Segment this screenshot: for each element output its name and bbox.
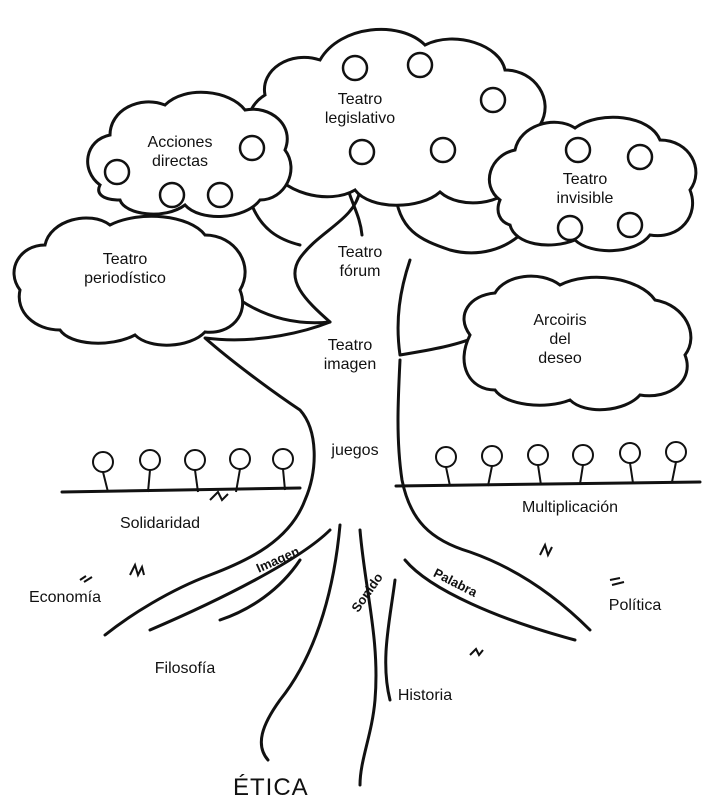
flower-icon xyxy=(435,446,457,487)
grass-tuft xyxy=(209,490,229,502)
apple-icon xyxy=(616,211,644,239)
apple-icon xyxy=(626,143,654,171)
root-inner-2 xyxy=(218,558,302,622)
apple-icon xyxy=(348,138,376,166)
apple-icon xyxy=(158,181,186,209)
label-teatro-periodistico: Teatro periodístico xyxy=(84,251,166,287)
apple-icon xyxy=(479,86,507,114)
label-acciones-directas: Acciones directas xyxy=(147,134,213,170)
trunk-left-outline xyxy=(103,188,362,637)
root-imagen xyxy=(148,523,342,762)
flower-icon xyxy=(481,445,503,487)
flower-icon xyxy=(619,442,641,484)
flower-icon xyxy=(229,448,251,493)
cloud-teatro-periodistico xyxy=(12,214,247,347)
grass-tuft xyxy=(609,577,625,586)
label-politica: Política xyxy=(608,597,662,614)
apple-icon xyxy=(564,136,592,164)
grass-tuft xyxy=(469,647,484,657)
label-teatro-invisible: Teatro invisible xyxy=(556,171,614,207)
apple-icon xyxy=(341,54,369,82)
root-palabra xyxy=(403,558,577,642)
grass-tuft xyxy=(79,575,93,583)
label-historia: Historia xyxy=(397,687,453,704)
apple-icon xyxy=(238,134,266,162)
root-inner-1 xyxy=(384,578,397,702)
ground-line xyxy=(60,480,702,494)
label-solidaridad: Solidaridad xyxy=(119,515,201,532)
apple-icon xyxy=(206,181,234,209)
label-multiplicacion: Multiplicación xyxy=(521,499,619,516)
root-sonido xyxy=(358,528,378,787)
label-filosofia: Filosofía xyxy=(154,660,216,677)
cloud-teatro-invisible xyxy=(487,115,698,253)
label-teatro-legislativo: Teatro legislativo xyxy=(324,91,396,127)
cloud-teatro-legislativo xyxy=(244,27,551,207)
grass-tuft xyxy=(539,542,553,558)
apple-icon xyxy=(429,136,457,164)
cloud-arcoiris-del-deseo xyxy=(462,274,693,412)
apple-icon xyxy=(103,158,131,186)
label-etica: ÉTICA xyxy=(233,774,309,801)
label-economia: Economía xyxy=(28,589,102,606)
flower-icon xyxy=(184,449,206,493)
branch-periodistico xyxy=(238,298,332,325)
apple-icon xyxy=(556,214,584,242)
apple-icon xyxy=(406,51,434,79)
label-teatro-imagen: Teatro imagen xyxy=(323,337,377,373)
branch-left xyxy=(248,198,302,247)
flower-icon xyxy=(92,451,114,493)
label-arcoiris-del-deseo: Arcoiris del deseo xyxy=(533,312,587,367)
flower-icon xyxy=(527,444,549,486)
label-juegos: juegos xyxy=(331,442,379,459)
flower-icon xyxy=(665,441,687,483)
flower-icon xyxy=(139,449,161,493)
grass-tuft xyxy=(129,562,145,578)
cloud-acciones-directas xyxy=(86,90,293,218)
trunk-right-outline xyxy=(393,188,592,632)
label-teatro-forum: Teatro fórum xyxy=(337,244,383,280)
flower-icon xyxy=(572,444,594,485)
flower-icon xyxy=(272,448,294,491)
